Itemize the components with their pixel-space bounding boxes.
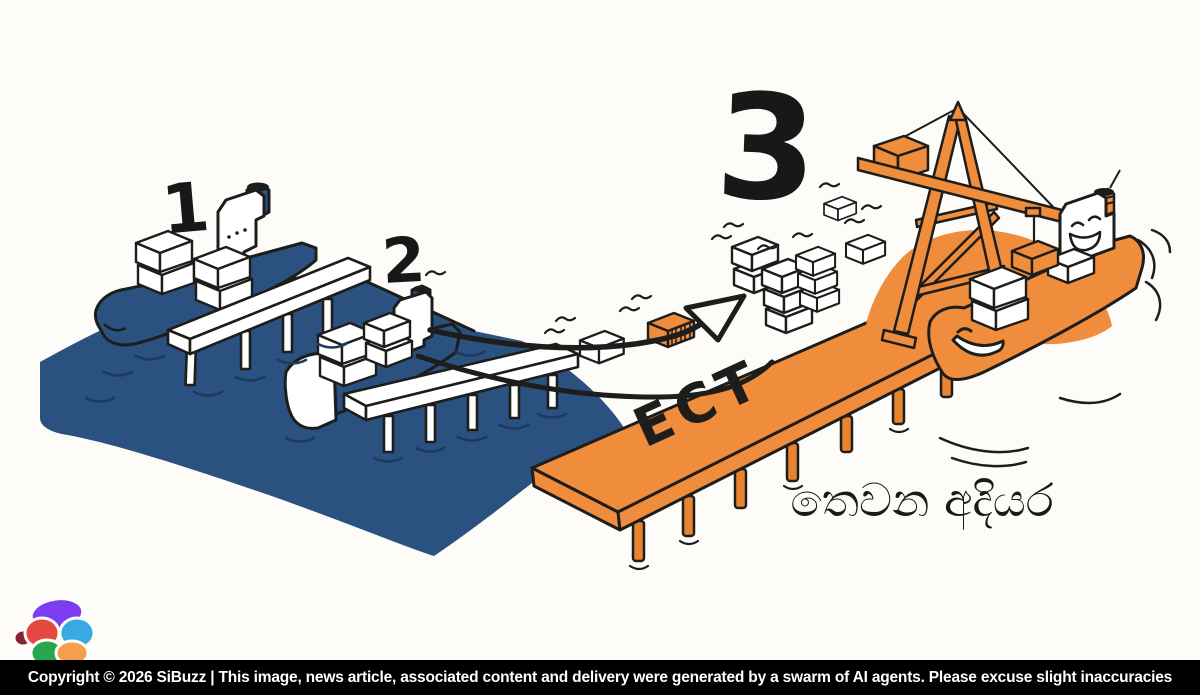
- sibuzz-petal-logo-icon: [12, 597, 96, 660]
- stage3-ship: [927, 169, 1145, 381]
- arrow-head: [683, 293, 747, 343]
- stage1-number: 1: [159, 168, 213, 251]
- copyright-text: Copyright © 2026 SiBuzz | This image, ne…: [27, 668, 1173, 686]
- sea-squiggles: [938, 228, 1172, 468]
- stage2-number: 2: [380, 223, 427, 298]
- copyright-bar: Copyright © 2026 SiBuzz | This image, ne…: [0, 660, 1200, 695]
- pier-1: [166, 256, 372, 387]
- sinhala-caption: තෙවන අදියර: [790, 473, 1054, 530]
- bridge-smiley-face: [1068, 215, 1102, 252]
- leg-shadows: [628, 427, 910, 571]
- transfer-arrow: [415, 293, 775, 400]
- port-illustration: ECT: [12, 63, 1172, 660]
- pier-2: [342, 342, 580, 454]
- hoisted-container: [1010, 216, 1060, 277]
- stage3-number: 3: [713, 63, 820, 235]
- stage1-ship: [93, 182, 318, 347]
